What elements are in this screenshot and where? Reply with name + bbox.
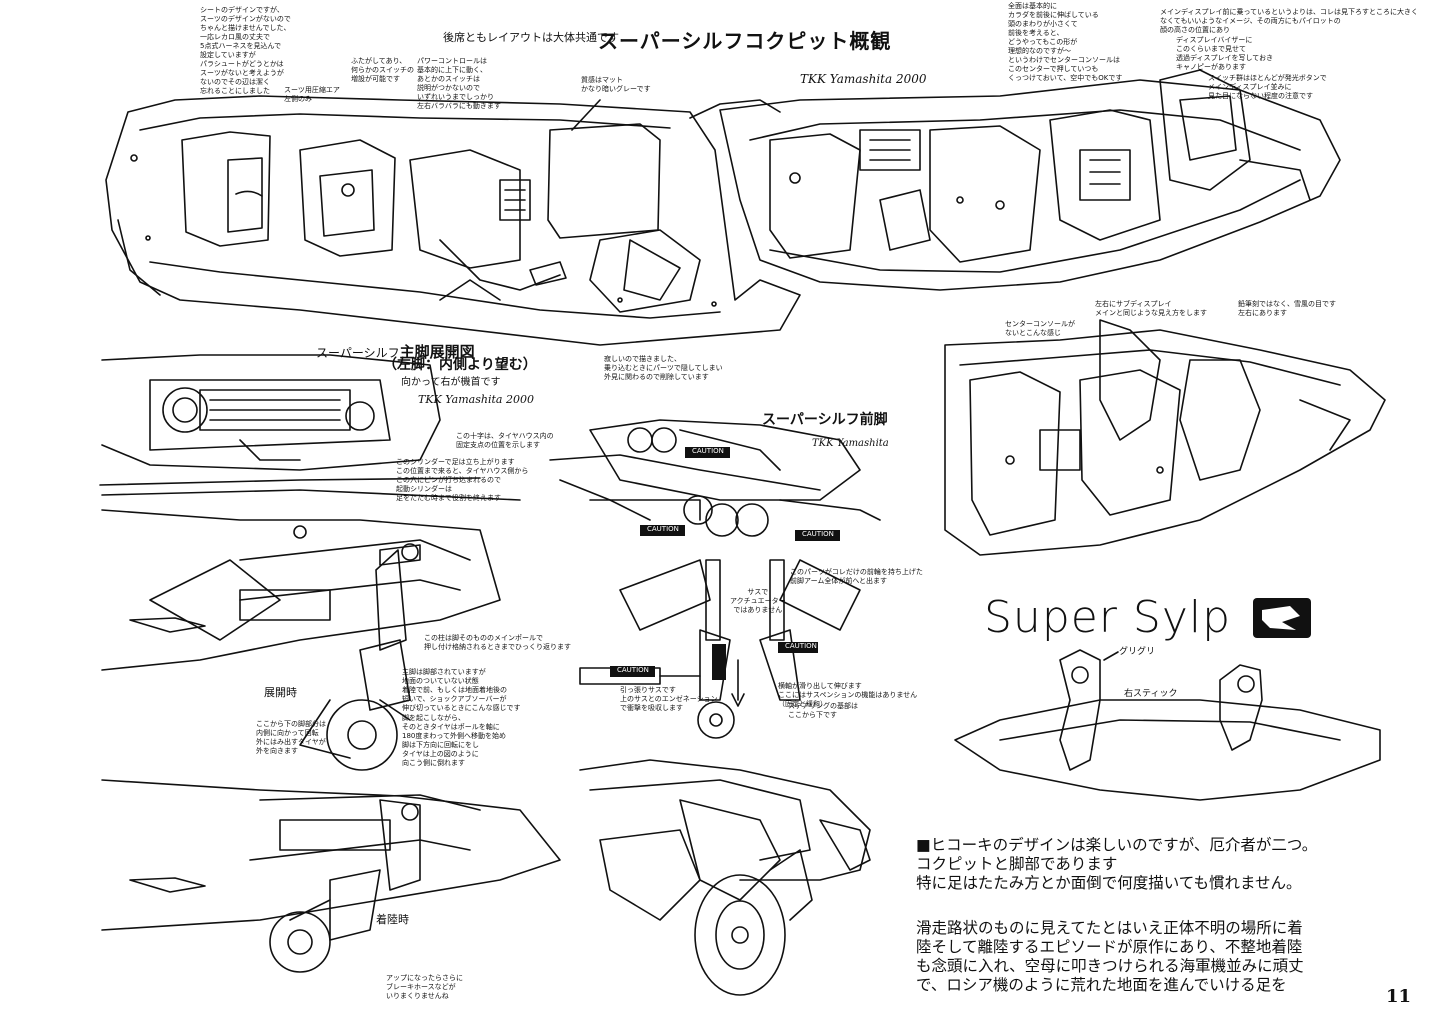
super-sylph-logo-text: Super Sylp <box>984 592 1232 643</box>
switch-note: ふたがしてあり、 何らかのスイッチの 増設が可能です <box>351 57 414 83</box>
main-gear-tire-house-drawing <box>99 354 521 501</box>
note-brake-small: ここから下の脚部分は 内側に向かって回転 外にはみ出すタイヤが 外を向きます <box>256 720 326 755</box>
caution-label-5: CAUTION <box>785 642 817 650</box>
note-cross: この十字は、タイヤハウス内の 固定支点の位置を示します <box>456 432 554 449</box>
main-gear-signature: TKK Yamashita 2000 <box>418 393 534 406</box>
note-steering: ステアリングの基部は ここから下です <box>788 702 858 719</box>
nose-gear-retracted-drawing <box>549 419 881 537</box>
caution-label-2: CAUTION <box>647 525 679 533</box>
landing-label: 着陸時 <box>376 913 409 926</box>
commentary-para-2: 滑走路状のものに見えてたとはいえ正体不明の場所に着 陸そして離陸するエピソードが… <box>916 919 1304 994</box>
main-gear-title-prefix: スーパーシルフ <box>316 346 400 360</box>
super-sylph-logo-mark <box>1253 598 1311 638</box>
center-console-rear-note: 全面は基本的に カラダを前後に伸ばしている 頭のまわりが小さくて 前後を考えると… <box>1008 2 1123 82</box>
suit-pressure-note: スーツ用圧縮エア 左側のみ <box>284 86 340 103</box>
nose-gear-frame-drawing <box>579 559 861 739</box>
caution-label-3: CAUTION <box>802 530 834 538</box>
center-console-bottom-note: センターコンソールが ないとこんな感じ <box>1005 320 1075 337</box>
top-signature: TKK Yamashita 2000 <box>800 72 927 86</box>
grip-label: グリグリ <box>1119 647 1156 657</box>
front-cockpit-drawing <box>719 69 1341 291</box>
caution-label-1: CAUTION <box>692 447 724 455</box>
commentary-para-1: ■ヒコーキのデザインは楽しいのですが、厄介者が二つ。 コクピットと脚部であります… <box>916 836 1318 892</box>
fit-note: 寂しいので描きました、 乗り込むときにパーツで隠してしまい 外見に関わるので削除… <box>604 355 723 381</box>
note-fold: 脚を起こしながら、 そのときタイヤはポールを軸に 180度まわって外側へ移動を始… <box>402 714 507 767</box>
switch-black-note: スイッチ群はほとんどが発光ボタンで メインディスプレイ並みに 見た目にならない程… <box>1208 74 1327 100</box>
seat-note: シートのデザインですが、 スーツのデザインがないので ちゃんと描けませんでした、… <box>200 6 291 95</box>
right-stick-label: 右スティック <box>1124 689 1178 699</box>
main-gear-landed-drawing <box>101 779 561 973</box>
rear-cockpit-drawing <box>105 95 801 346</box>
deployed-label: 展開時 <box>264 686 297 699</box>
main-gear-subtitle: （左脚：内側より望む） <box>383 357 537 373</box>
page-title: スーパーシルフコクピット概観 <box>598 29 892 53</box>
left-display-note: 左右にサブディスプレイ メインと同じような見え方をします <box>1095 300 1207 317</box>
main-gear-direction: 向かって右が機首です <box>401 377 501 388</box>
header-subtitle: 後席ともレイアウトは大体共通です <box>443 31 619 44</box>
caution-plates <box>610 447 840 680</box>
note-parts: このパーツがコレだけの前輪を持ち上げた 前脚アーム全体が前へと出ます <box>790 568 923 585</box>
main-gear-title-main: 主脚展開図 <box>399 343 475 361</box>
main-display-note: メインディスプレイ前に乗っているというよりは、コレは見下ろすところに大きく なく… <box>1160 8 1419 34</box>
main-gear-title: スーパーシルフ主脚展開図 <box>316 342 475 361</box>
main-gear-deployed-drawing <box>101 509 501 771</box>
note-pull: 引っ張りサスです 上のサスとのエンゼネーション で衝撃を吸収します <box>620 686 718 712</box>
note-main-pole: この柱は脚そのもののメインポールで 押し付け格納されるときまでひっくり返ります <box>424 634 571 651</box>
throttle-stick-drawing <box>954 649 1381 801</box>
nose-gear-closeup-drawing <box>579 759 871 996</box>
display-visor-note: ディスプレイバイザーに このくらいまで見せて 透過ディスプレイを写しておき キャ… <box>1176 36 1274 71</box>
note-damper: 主脚は脚部されていますが 地面のついていない状態 着陸で前、もしくは地面着地後の… <box>402 668 521 712</box>
note-retract: 横軸が滑り出して伸びます ここにはサスペンションの機能はありません （固定と緩和… <box>778 682 918 708</box>
power-control-note: パワーコントロールは 基本的に上下に動く、 あとかのスイッチは 説明がつかないの… <box>417 57 501 110</box>
note-cylinder: このシリンダーで足は立ち上がります この位置まで来ると、タイヤハウス側から この… <box>396 458 529 502</box>
caution-label-4: CAUTION <box>617 666 649 674</box>
cockpit-detail-drawing <box>944 319 1386 556</box>
nose-gear-title: スーパーシルフ前脚 <box>762 412 888 428</box>
nose-gear-signature: TKK Yamashita <box>812 438 889 449</box>
note-brake-hose: アップになったらさらに ブレーキホースなどが いりまくりませんね <box>386 974 463 1000</box>
page-number: 11 <box>1386 986 1412 1007</box>
not-pencil-note: 鉛筆刻ではなく、雪風の目です 左右にあります <box>1238 300 1336 317</box>
gray-note: 質感はマット かなり暗いグレーです <box>581 76 651 93</box>
note-suspension: サスで アクチュエーター ではありません <box>730 588 786 614</box>
